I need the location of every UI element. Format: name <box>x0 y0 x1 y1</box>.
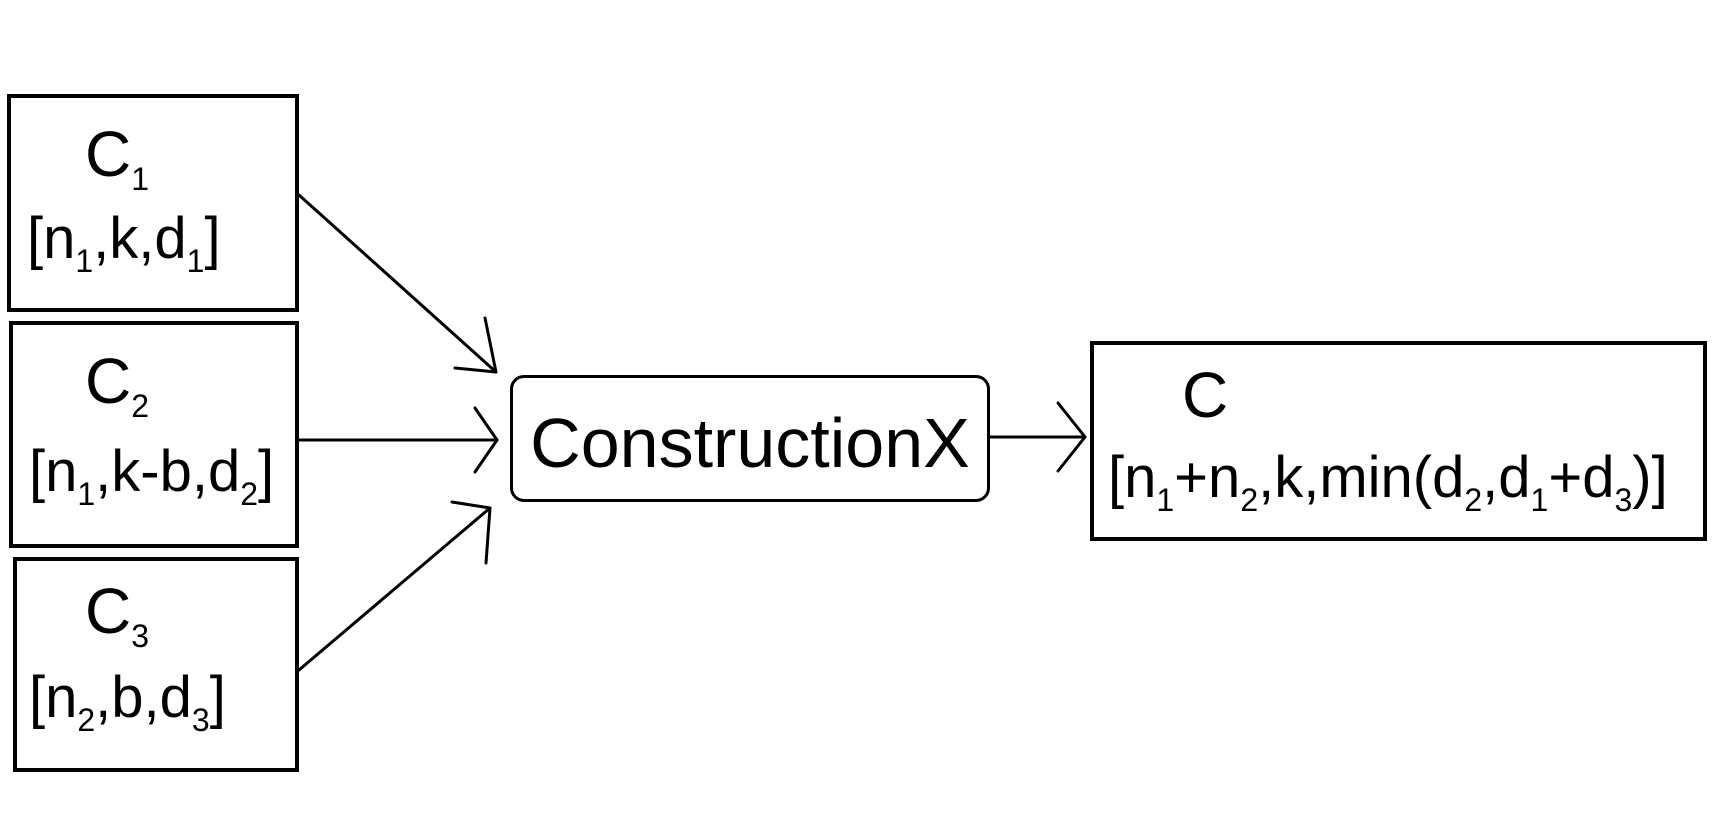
code-c3-parameters: [n2,b,d3] <box>29 665 226 738</box>
output-code-name: C <box>1182 359 1229 431</box>
code-c1-name-subscript: 1 <box>131 161 150 197</box>
arrow-c2-to-construction <box>297 406 499 474</box>
construction-x-label: ConstructionX <box>530 404 970 482</box>
output-code-parameters: [n1+n2,k,min(d2,d1+d3)] <box>1108 445 1668 518</box>
code-c3-name-subscript: 3 <box>131 618 150 654</box>
arrow-c1-to-construction <box>297 193 498 374</box>
code-c2-box: C2 [n1,k-b,d2] <box>9 321 299 548</box>
output-code-box: C [n1+n2,k,min(d2,d1+d3)] <box>1090 341 1707 541</box>
arrow-construction-to-output <box>988 401 1087 473</box>
code-c2-name-subscript: 2 <box>131 388 150 424</box>
code-c1-parameters: [n1,k,d1] <box>27 206 221 279</box>
code-c1-name: C1 <box>85 118 150 197</box>
construction-x-box: ConstructionX <box>510 375 990 502</box>
code-c3-name: C3 <box>85 575 150 654</box>
code-c3-box: C3 [n2,b,d3] <box>13 557 299 772</box>
arrow-c3-to-construction <box>297 500 492 672</box>
code-c2-parameters: [n1,k-b,d2] <box>29 439 275 512</box>
code-c1-box: C1 [n1,k,d1] <box>7 94 299 312</box>
code-c2-name: C2 <box>85 345 150 424</box>
